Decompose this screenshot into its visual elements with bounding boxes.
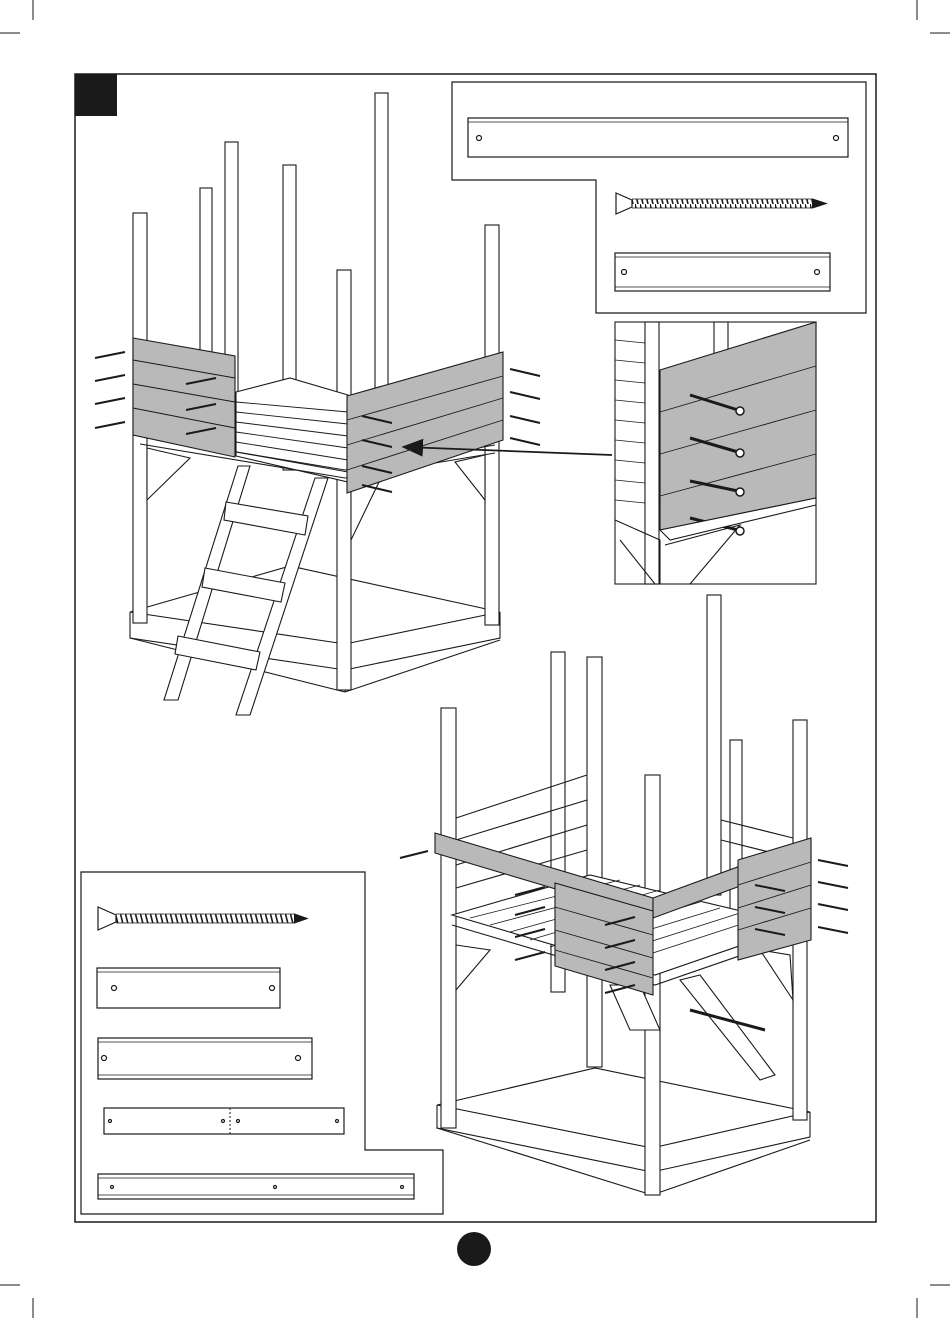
plank-icon xyxy=(104,1108,344,1134)
step-badge xyxy=(75,74,117,116)
parts-box-top xyxy=(452,82,866,313)
plank-icon xyxy=(97,968,280,1008)
structure-bottom-view xyxy=(400,595,848,1195)
ladder xyxy=(164,466,328,715)
screw-icon xyxy=(616,193,826,214)
structure-top-view xyxy=(95,93,612,715)
detail-inset xyxy=(615,322,816,584)
wall-panel xyxy=(133,338,235,457)
plank-icon xyxy=(468,118,848,157)
screw-icon xyxy=(98,907,307,930)
plank-icon xyxy=(98,1038,312,1079)
plank-icon xyxy=(98,1174,414,1199)
page-number-badge xyxy=(457,1232,491,1266)
parts-box-bottom xyxy=(81,872,443,1214)
plank-icon xyxy=(615,253,830,291)
wall-panel xyxy=(738,838,811,960)
